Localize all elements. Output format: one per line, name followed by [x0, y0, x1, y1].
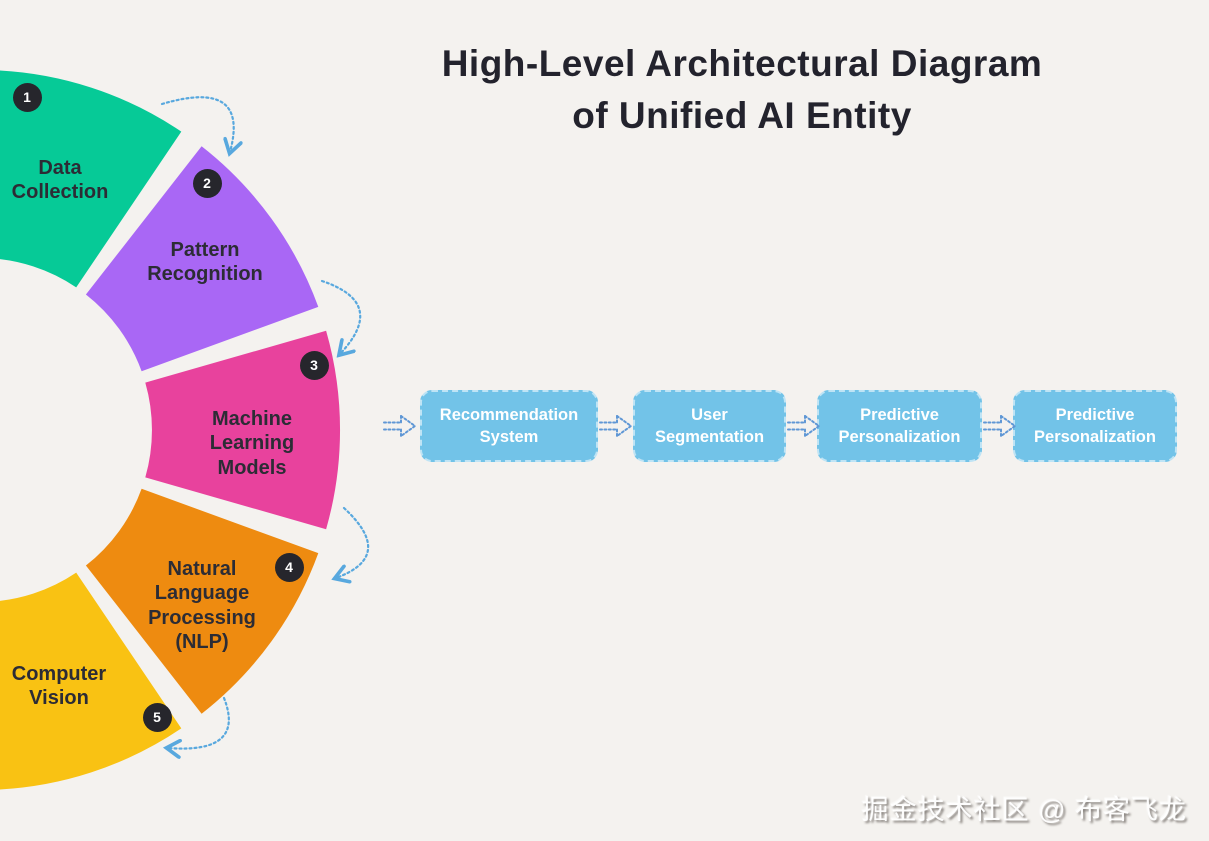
wheel-segment-machine-learning-models — [145, 330, 341, 530]
segment-3-label: Machine Learning Models — [209, 408, 295, 479]
segment-4-label: Natural Language Processing (NLP) — [148, 558, 256, 654]
segment-2-label: Pattern Recognition — [147, 239, 263, 286]
segment-4-number: 4 — [285, 559, 293, 575]
flow-box-predictive-personalization-1: Predictive Personalization — [817, 390, 982, 462]
segment-1-badge: 1 — [12, 82, 42, 112]
page-title-line2: of Unified AI Entity — [572, 94, 912, 136]
watermark: 掘金技术社区 @ 布客飞龙 — [861, 795, 1187, 825]
wheel-segment-computer-vision — [0, 572, 182, 790]
segment-5-label: Computer Vision — [11, 663, 107, 710]
segment-1-label: Data Collection — [11, 157, 109, 204]
wheel-to-flow-arrow-icon — [383, 415, 417, 437]
segment-1-number: 1 — [23, 89, 31, 105]
cycle-arrow-2-to-3-icon — [320, 279, 362, 354]
page-title: High-Level Architectural Diagram of Unif… — [380, 38, 1104, 142]
segment-4-badge: 4 — [274, 552, 304, 582]
segment-5-number: 5 — [153, 709, 161, 725]
flow-box-recommendation-system: Recommendation System — [420, 390, 598, 462]
segment-5-badge: 5 — [142, 702, 172, 732]
flow-box-user-segmentation: User Segmentation — [633, 390, 786, 462]
wheel-segment-nlp — [85, 488, 319, 714]
cycle-arrow-1-to-2-icon — [160, 96, 234, 152]
segment-3-number: 3 — [310, 357, 318, 373]
flow-arrow-1-icon — [599, 415, 633, 437]
flow-arrow-2-icon — [787, 415, 821, 437]
wheel-segment-pattern-recognition — [85, 146, 319, 372]
flow-box-predictive-personalization-2: Predictive Personalization — [1013, 390, 1177, 462]
wheel-segment-data-collection — [0, 70, 182, 288]
cycle-arrow-3-to-4-icon — [336, 506, 370, 578]
segment-2-number: 2 — [203, 175, 211, 191]
cycle-arrow-4-to-5-icon — [168, 696, 230, 749]
segment-2-badge: 2 — [192, 168, 222, 198]
page-title-line1: High-Level Architectural Diagram — [441, 43, 1043, 84]
flow-arrow-3-icon — [983, 415, 1017, 437]
segment-3-badge: 3 — [299, 350, 329, 380]
